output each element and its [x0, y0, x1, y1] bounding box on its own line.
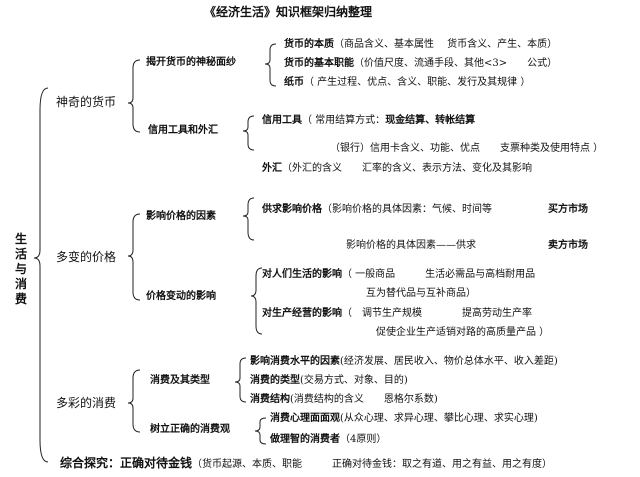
section-3-label: 多彩的消费 — [56, 396, 117, 410]
s1-group-2-label: 信用工具和外汇 — [148, 125, 218, 136]
s2-g2-item-2-cont: 促使企业生产适销对路的高质量产品 ） — [376, 327, 550, 338]
s3-g2-item-2: 做理智的消费者（4原则） — [270, 434, 387, 445]
s2-group-2-label: 价格变动的影响 — [146, 291, 216, 302]
s2-g2-item-2: 对生产经营的影响（ 调节生产规模 提高劳动生产率 — [262, 308, 532, 319]
s3-g1-item-1: 影响消费水平的因素(经济发展、居民收入、物价总体水平、收入差距) — [250, 356, 558, 367]
s2-g2-item-1: 对人们生活的影响（ 一般商品 生活必需品与高档耐用品 — [262, 269, 536, 280]
page-title: 《经济生活》知识框架归纳整理 — [204, 5, 373, 19]
s1-g2-item-1: 信用工具（ 常用结算方式：现金结算、转帐结算 — [262, 115, 476, 126]
s1-g1-item-2: 货币的基本职能（价值尺度、流通手段、其他<3> 公式） — [284, 58, 558, 69]
section-1-label: 神奇的货币 — [56, 95, 117, 109]
s3-g1-item-3: 消费结构(消费结构的含义 恩格尔系数) — [250, 394, 438, 405]
s3-group-2-label: 树立正确的消费观 — [150, 424, 230, 435]
s1-group-1-label: 揭开货币的神秘面纱 — [146, 57, 236, 68]
s2-g2-item-1-cont: 互为替代品与互补商品） — [366, 288, 476, 299]
s1-g2-item-2: 外汇（外汇的含义 汇率的含义、表示方法、变化及其影响 — [262, 163, 532, 174]
section-2-label: 多变的价格 — [56, 250, 117, 264]
s3-g1-item-2: 消费的类型(交易方式、对象、目的) — [250, 375, 408, 386]
s3-g2-item-1: 消费心理面面观(从众心理、求异心理、攀比心理、求实心理) — [270, 413, 538, 424]
s1-g2-item-1-cont: （银行）信用卡含义、功能、优点 支票种类及使用特点 ） — [330, 143, 604, 154]
s2-group-1-label: 影响价格的因素 — [146, 211, 216, 222]
s3-group-1-label: 消费及其类型 — [150, 375, 210, 386]
s2-g1-item-1: 供求影响价格（影响价格的具体因素：气候、时间等 — [262, 204, 492, 215]
buyers-market-label: 买方市场 — [548, 204, 588, 215]
sellers-market-label: 卖方市场 — [548, 240, 588, 251]
footer-line: 综合探究：正确对待金钱（货币起源、本质、职能 正确对待金钱：取之有道、用之有益、… — [60, 456, 553, 470]
s2-g1-item-1-cont: 影响价格的具体因素——供求 — [346, 240, 476, 251]
s1-g1-item-1: 货币的本质（商品含义、基本属性 货币含义、产生、本质） — [284, 39, 558, 50]
s1-g1-item-3: 纸币（ 产生过程、优点、含义、职能、发行及其规律 ） — [284, 77, 531, 88]
root-label: 生活与消费 — [14, 232, 27, 306]
